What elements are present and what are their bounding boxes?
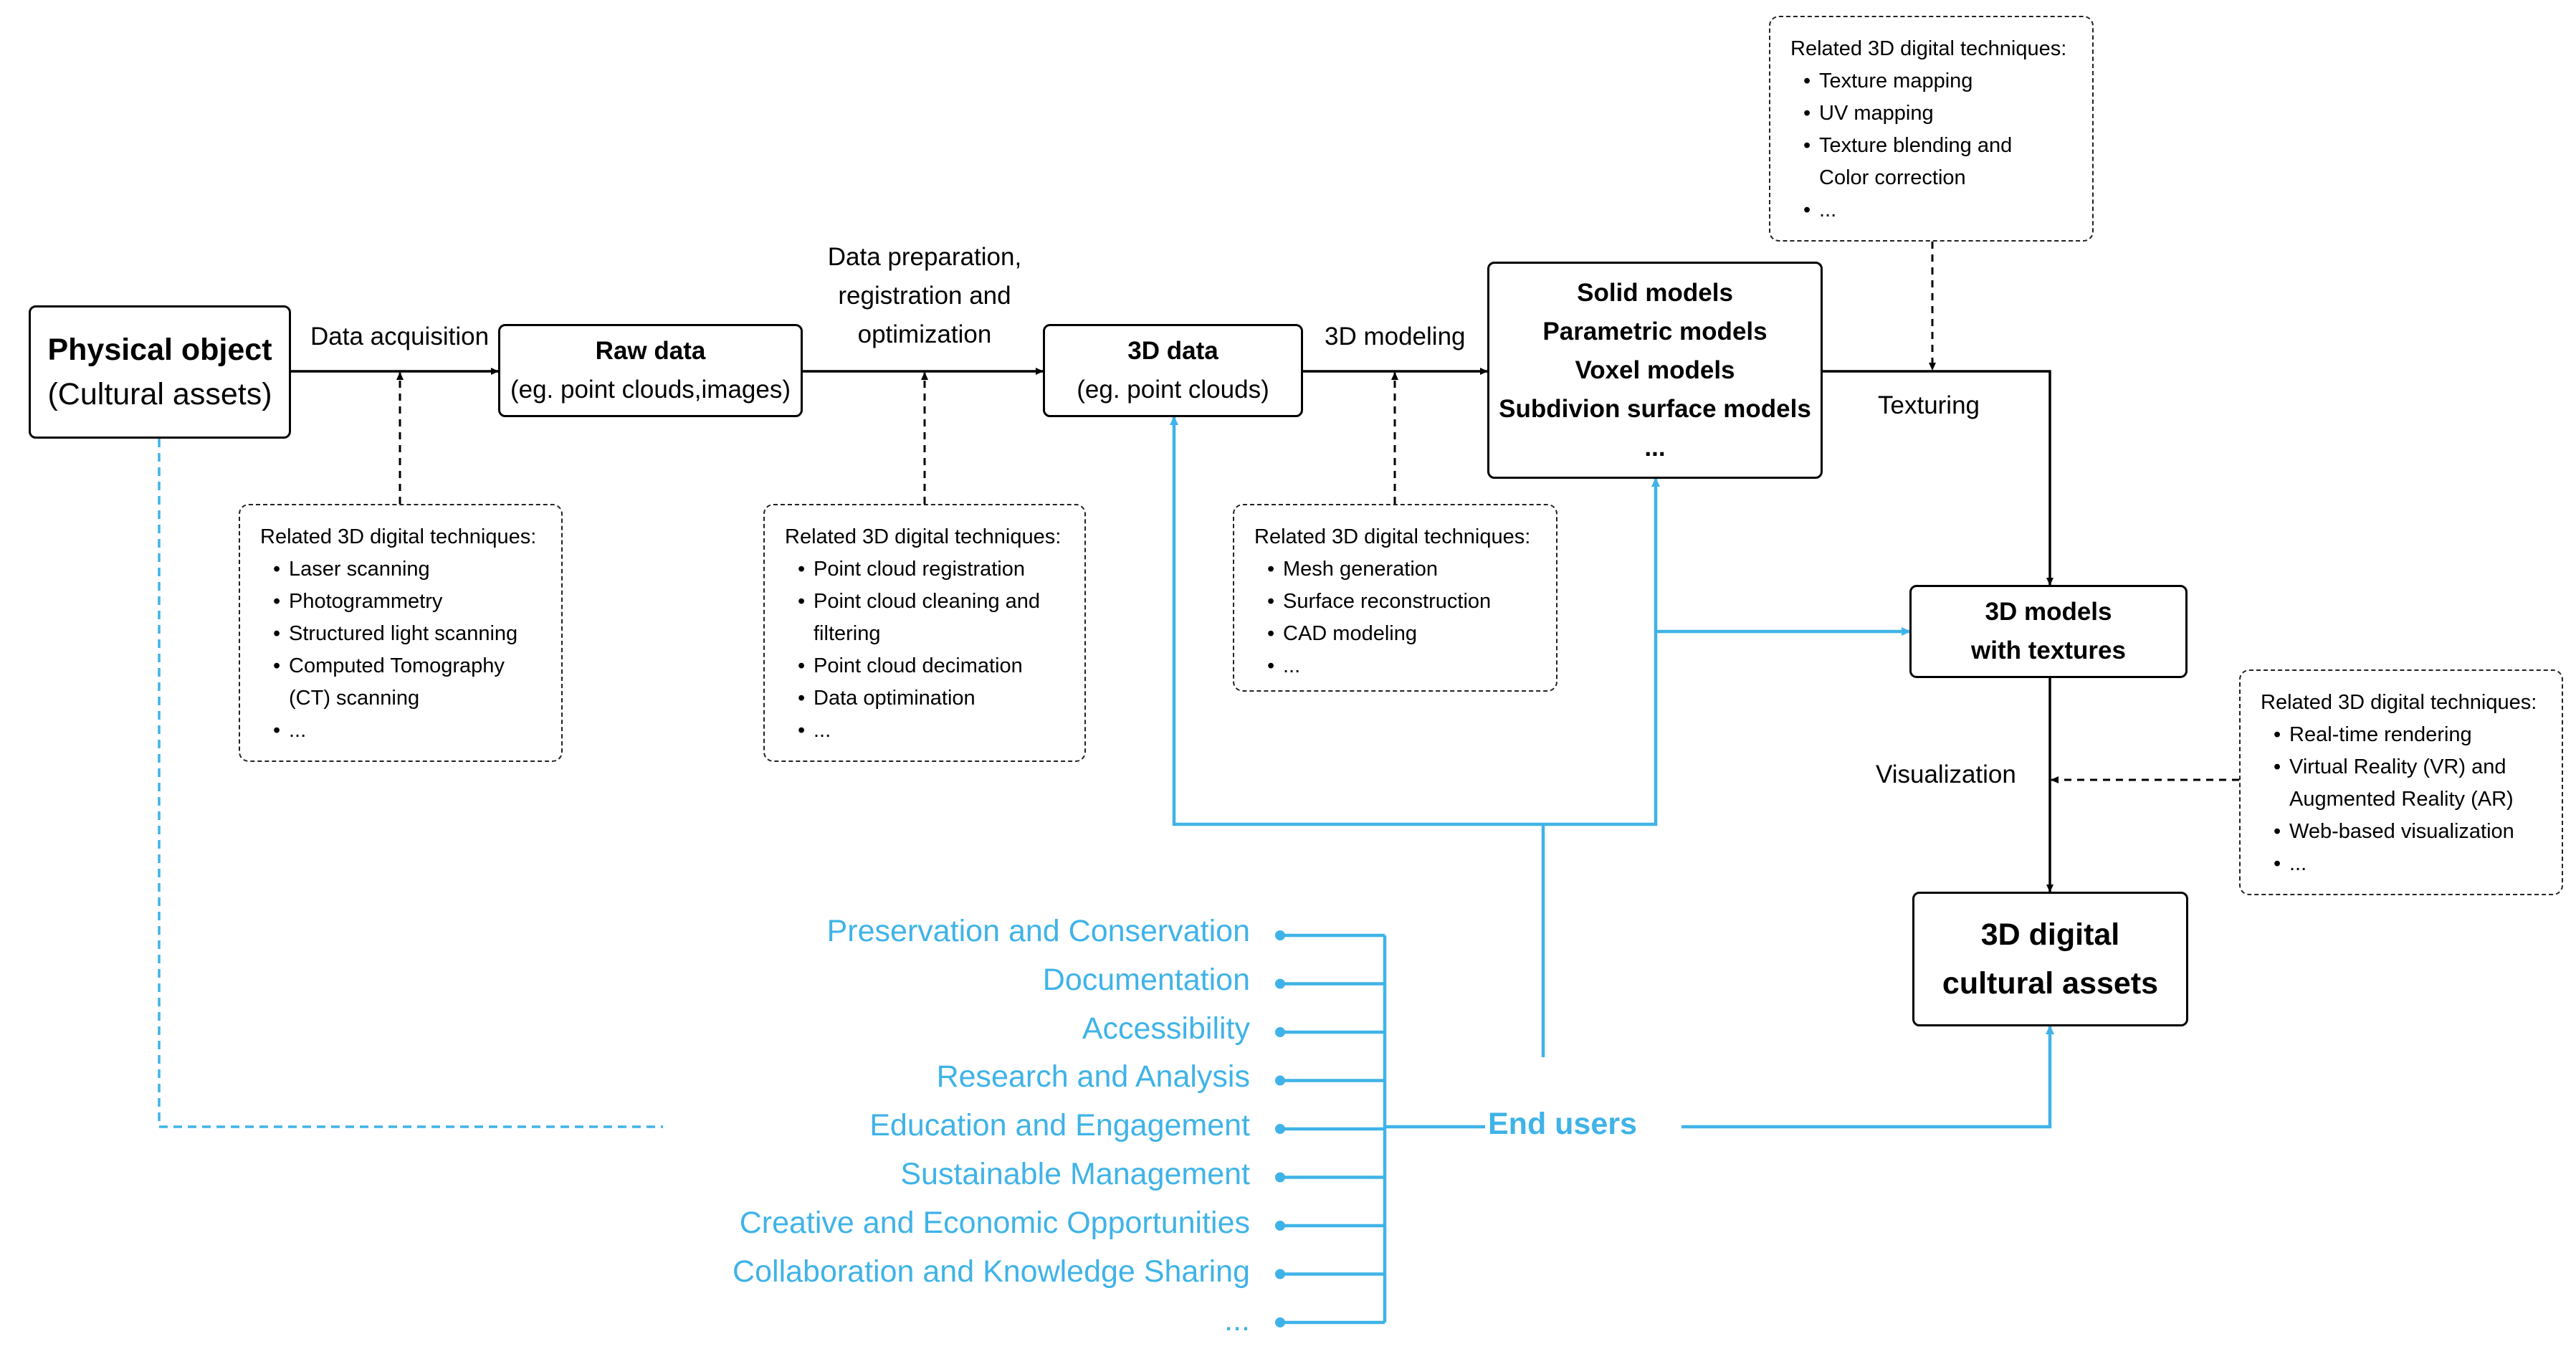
technique-item: Photogrammetry [260,586,543,618]
technique-item-continued: Color correction [1819,166,1966,189]
use-research: Research and Analysis [936,1059,1250,1094]
use-bullet-dot [1275,1221,1285,1231]
techniques-acquisition-list: Laser scanning Photogrammetry Structured… [260,553,543,747]
techniques-visualization-list: Real-time rendering Virtual Reality (VR)… [2261,719,2543,880]
technique-item: Surface reconstruction [1254,586,1537,618]
techniques-modeling: Related 3D digital techniques: Mesh gene… [1233,504,1557,692]
techniques-visualization-heading: Related 3D digital techniques: [2261,691,2537,714]
techniques-modeling-list: Mesh generation Surface reconstruction C… [1254,553,1537,682]
use-more: ... [1224,1303,1250,1337]
use-bullet-dot [1275,1317,1285,1327]
techniques-preparation-list: Point cloud registration Point cloud cle… [785,553,1066,747]
technique-item: Data optimination [785,682,1066,715]
techniques-texturing: Related 3D digital techniques: Texture m… [1769,16,2094,242]
use-accessibility: Accessibility [1082,1011,1250,1046]
technique-item: Virtual Reality (VR) and [2261,751,2543,783]
techniques-visualization: Related 3D digital techniques: Real-time… [2239,669,2563,895]
technique-item-continued: filtering [814,622,881,645]
model-type-solid: Solid models [1577,278,1733,307]
use-bullet-dot [1275,930,1285,940]
arrow-users-to-3d-data [1170,416,1543,826]
techniques-texturing-list: Texture mapping UV mapping Texture blend… [1790,65,2074,226]
use-bullet-dot [1275,1124,1285,1134]
technique-item: Point cloud registration [785,553,1066,586]
technique-item: UV mapping [1790,97,2074,130]
technique-item: ... [1254,650,1537,682]
technique-item: Real-time rendering [2261,719,2543,751]
techniques-preparation-heading: Related 3D digital techniques: [785,525,1062,548]
technique-item: ... [2261,848,2543,880]
technique-item-continued: (CT) scanning [289,687,420,710]
final-line-1: 3D digital [1980,917,2120,952]
technique-item: Computed Tomography [260,650,543,682]
use-preservation: Preservation and Conservation [826,914,1250,948]
raw-data-subtitle: (eg. point clouds,images) [510,376,791,404]
technique-item: Point cloud cleaning and [785,586,1066,618]
technique-item: ... [785,715,1066,747]
physical-object-subtitle: (Cultural assets) [47,377,272,411]
technique-item: Laser scanning [260,553,543,586]
arrow-users-to-models [1543,477,1660,826]
technique-item: ... [1790,194,2074,226]
techniques-texturing-heading: Related 3D digital techniques: [1790,37,2067,60]
model-type-subdivision: Subdivion surface models [1499,394,1811,423]
techniques-acquisition: Related 3D digital techniques: Laser sca… [239,504,563,762]
end-users-label: End users [1488,1107,1637,1141]
label-3d-modeling: 3D modeling [1325,323,1466,351]
node-raw-data: Raw data (eg. point clouds,images) [498,324,803,417]
label-data-preparation-1: Data preparation, [827,243,1022,271]
label-data-preparation-2: registration and [838,282,1011,310]
raw-data-title: Raw data [595,337,706,365]
techniques-acquisition-heading: Related 3D digital techniques: [260,525,537,548]
node-final-assets: 3D digital cultural assets [1912,892,2188,1026]
label-data-preparation-3: optimization [857,320,992,348]
use-education: Education and Engagement [869,1108,1250,1143]
use-sustainable-management: Sustainable Management [900,1157,1250,1191]
use-creative-economic: Creative and Economic Opportunities [739,1206,1250,1240]
physical-object-title: Physical object [47,333,272,367]
technique-item: Mesh generation [1254,553,1537,586]
label-data-preparation: Data preparation, registration and optim… [796,238,1054,354]
final-line-2: cultural assets [1942,966,2159,1001]
model-type-voxel: Voxel models [1575,356,1735,384]
technique-item: Texture blending and [1790,130,2074,162]
use-bullet-dot [1275,1172,1285,1183]
use-bullet-dot [1275,1075,1285,1086]
label-data-acquisition: Data acquisition [310,323,490,351]
node-3d-data: 3D data (eg. point clouds) [1043,324,1303,417]
textured-line-1: 3D models [1985,598,2112,626]
technique-item: Structured light scanning [260,618,543,650]
technique-item: CAD modeling [1254,618,1537,650]
arrow-models-to-textured [1823,370,2053,586]
use-bullet-dot [1275,978,1285,989]
label-texturing: Texturing [1878,391,1980,419]
techniques-modeling-heading: Related 3D digital techniques: [1254,525,1531,548]
node-models: Solid models Parametric models Voxel mod… [1487,262,1823,479]
use-collaboration: Collaboration and Knowledge Sharing [733,1254,1250,1289]
technique-item: Texture mapping [1790,65,2074,97]
3d-data-title: 3D data [1127,337,1218,365]
technique-item: Point cloud decimation [785,650,1066,682]
node-textured-models: 3D models with textures [1909,585,2188,678]
use-documentation: Documentation [1042,963,1250,997]
node-physical-object: Physical object (Cultural assets) [29,305,291,439]
model-type-more: ... [1644,433,1666,462]
use-bullet-dot [1275,1027,1285,1037]
arrow-users-to-final [1681,1025,2054,1129]
technique-item-continued: Augmented Reality (AR) [2289,788,2514,811]
3d-data-subtitle: (eg. point clouds) [1077,376,1269,404]
model-type-parametric: Parametric models [1542,317,1768,345]
technique-item: ... [260,715,543,747]
textured-line-2: with textures [1971,636,2126,664]
techniques-preparation: Related 3D digital techniques: Point clo… [763,504,1086,762]
label-visualization: Visualization [1876,760,2016,788]
technique-item: Web-based visualization [2261,816,2543,848]
use-bullet-dot [1275,1269,1285,1279]
